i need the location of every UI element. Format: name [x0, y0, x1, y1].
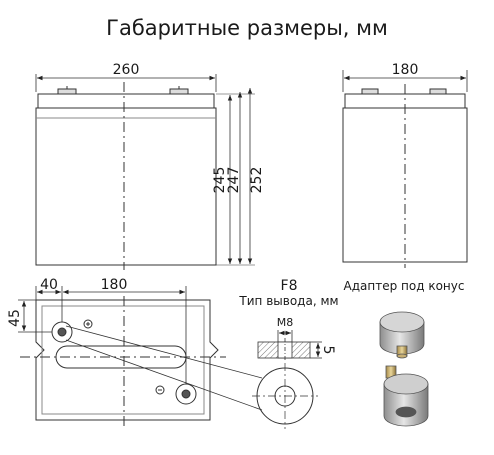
top-view — [18, 286, 263, 426]
terminal-code-label: F8 — [281, 278, 298, 294]
side-width-label: 180 — [392, 62, 419, 78]
front-body — [35, 107, 217, 266]
front-view — [35, 74, 255, 270]
adapter-label: Адаптер под конус — [344, 279, 465, 293]
terminal-section — [257, 330, 322, 362]
height-245-label: 245 — [212, 167, 228, 194]
top-spacing-label: 180 — [101, 277, 128, 293]
terminal-top-detail — [252, 363, 318, 429]
terminal-type-label: Тип вывода, мм — [238, 294, 338, 308]
top-offset-y-label: 45 — [7, 309, 23, 327]
front-lid — [37, 93, 215, 109]
top-offset-x-label: 40 — [40, 277, 58, 293]
depth-label: 5 — [320, 346, 336, 355]
adapter-image-bottom — [383, 365, 429, 427]
top-inner — [41, 305, 205, 415]
height-247-label: 247 — [226, 167, 242, 194]
page-title: Габаритные размеры, мм — [106, 16, 388, 40]
side-view — [342, 70, 468, 268]
thread-label: M8 — [277, 316, 294, 329]
front-width-label: 260 — [113, 62, 140, 78]
top-outline — [35, 299, 219, 421]
adapter-image-top — [379, 311, 425, 359]
height-252-label: 252 — [249, 167, 265, 194]
